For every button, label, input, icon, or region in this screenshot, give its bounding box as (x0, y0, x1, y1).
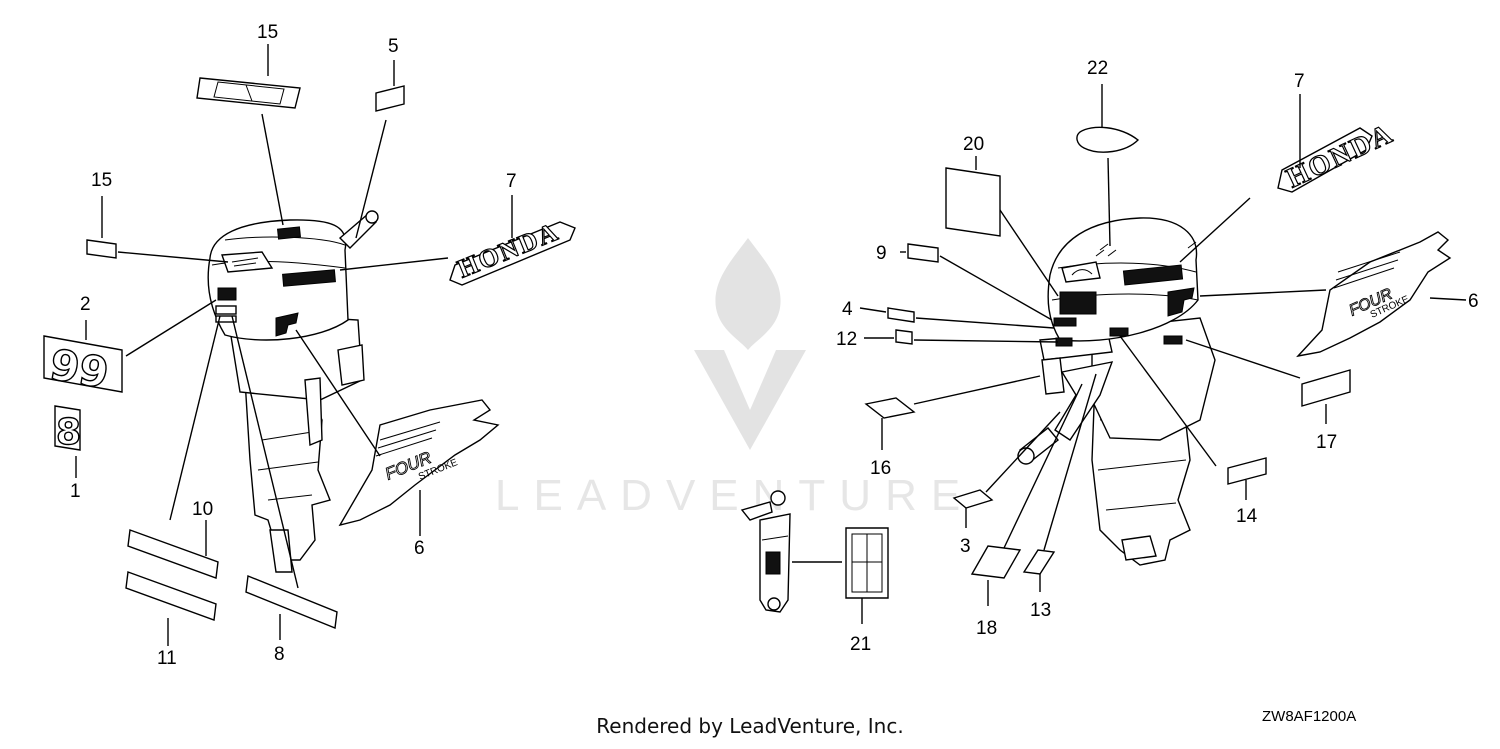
callout-18: 18 (976, 618, 997, 639)
decal-99-text: 99 (46, 340, 112, 398)
callout-numbers: 15 5 15 7 2 1 10 6 11 8 22 7 20 9 4 12 6… (70, 22, 1479, 669)
part-5-small-label[interactable] (375, 85, 405, 112)
part-11-strip-label[interactable] (125, 571, 217, 621)
right-leader-lines (792, 84, 1467, 624)
callout-15: 15 (257, 22, 278, 43)
part-8-strip-label[interactable] (245, 575, 338, 629)
part-3-label[interactable] (952, 489, 994, 509)
part-19-label[interactable] (1301, 369, 1351, 407)
callout-20: 20 (963, 134, 984, 155)
callout-7-right: 7 (1294, 71, 1305, 92)
callout-19: 17 (1316, 432, 1337, 453)
callout-22: 22 (1087, 58, 1108, 79)
callout-6-right: 6 (1468, 291, 1479, 312)
part-18-label[interactable] (970, 545, 1022, 579)
leadventure-watermark-logo (694, 238, 806, 450)
part-1-model-8-decal[interactable]: 8 (54, 405, 82, 454)
part-2-model-99-decal[interactable]: 99 (43, 335, 123, 399)
callout-2: 2 (80, 294, 91, 315)
part-10-strip-label[interactable] (127, 529, 219, 579)
right-outboard-motor (1017, 217, 1216, 566)
callout-11: 11 (157, 648, 177, 669)
callout-4: 4 (842, 299, 853, 320)
callout-8: 8 (274, 644, 285, 665)
honda-decal-text-left: HONDA (453, 217, 563, 284)
callout-7-left: 7 (506, 171, 517, 192)
part-13-label[interactable] (1022, 549, 1056, 575)
callout-17: 15 (91, 170, 112, 191)
callout-6-left: 6 (414, 538, 425, 559)
callout-9: 9 (876, 243, 887, 264)
part-9-small-label[interactable] (907, 243, 939, 263)
part-21-kill-switch-assembly (740, 490, 791, 613)
left-leader-lines (75, 44, 513, 646)
part-6-four-stroke-decal-right[interactable]: FOUR STROKE (1296, 231, 1452, 358)
part-6-four-stroke-decal-left[interactable]: FOUR STROKE (338, 399, 500, 527)
callout-13: 13 (1030, 600, 1051, 621)
decal-8-text: 8 (56, 412, 81, 453)
callout-16: 16 (870, 458, 891, 479)
part-7-honda-decal-right[interactable]: HONDA (1277, 117, 1399, 195)
diagram-code: ZW8AF1200A (1262, 708, 1357, 725)
part-21-label-sheet[interactable] (845, 527, 889, 599)
part-16-label[interactable] (864, 397, 916, 419)
part-20-label-sheet[interactable] (945, 167, 1001, 237)
callout-12: 12 (836, 329, 857, 350)
callout-5: 5 (388, 36, 399, 57)
part-4-small-label[interactable] (887, 307, 915, 323)
rendered-by-footer: Rendered by LeadVenture, Inc. (596, 714, 904, 738)
callout-21: 21 (850, 634, 871, 655)
watermark-text: LEADVENTURE (495, 471, 974, 520)
callout-10: 10 (192, 499, 213, 520)
part-15-label-sheet[interactable] (196, 77, 301, 109)
callout-14: 14 (1236, 506, 1258, 527)
callout-3: 3 (960, 536, 971, 557)
part-14-label[interactable] (1227, 457, 1267, 485)
callout-1: 1 (70, 481, 81, 502)
part-12-small-label[interactable] (895, 329, 913, 345)
part-22-small-cover-label[interactable] (1076, 126, 1140, 153)
part-17-small-label[interactable] (86, 239, 117, 259)
